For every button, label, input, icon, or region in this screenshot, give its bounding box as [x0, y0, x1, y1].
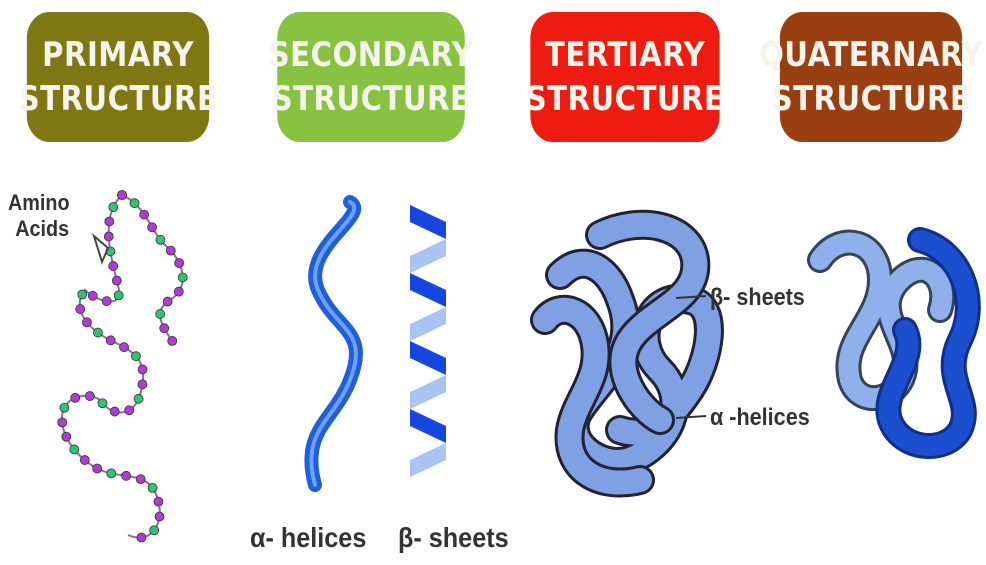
amino-acid-bead: [138, 380, 147, 389]
amino-acid-bead: [60, 403, 69, 412]
alpha-helices-label: α- helices: [250, 522, 366, 554]
amino-acid-bead: [174, 287, 183, 296]
amino-acid-bead: [109, 203, 118, 212]
amino-acid-bead: [82, 318, 91, 327]
amino-acid-bead: [105, 217, 114, 226]
beta-sheet-segment: [410, 341, 446, 375]
amino-acid-bead: [140, 210, 149, 219]
amino-acid-bead: [76, 305, 85, 314]
amino-acid-bead: [148, 223, 157, 232]
amino-acid-bead: [102, 297, 111, 306]
amino-acid-bead: [71, 393, 80, 402]
amino-acid-bead: [156, 235, 165, 244]
amino-acid-bead: [155, 512, 164, 521]
amino-acid-bead: [154, 497, 163, 506]
beta-sheet-segment: [410, 409, 446, 443]
amino-acid-bead: [137, 533, 146, 542]
beta-sheet-segment: [410, 307, 446, 341]
amino-acid-bead: [85, 392, 94, 401]
amino-acid-bead: [70, 445, 79, 454]
amino-acid-bead: [88, 291, 97, 300]
amino-label-line2: Acids: [8, 216, 70, 242]
amino-acid-bead: [130, 199, 139, 208]
beta-sheets-label: β- sheets: [398, 522, 509, 554]
tertiary-fold: [545, 225, 709, 483]
amino-acid-bead: [178, 273, 187, 282]
amino-acid-bead: [93, 328, 102, 337]
beta-sheet-segment: [410, 239, 446, 273]
beta-sheet-segment: [410, 205, 446, 239]
beta-sheet-segment: [410, 443, 446, 477]
amino-acid-bead: [175, 259, 184, 268]
amino-acid-chain: [58, 191, 187, 542]
alpha-helix-ribbon: [311, 202, 356, 485]
amino-acid-bead: [93, 464, 102, 473]
amino-acid-bead: [109, 262, 118, 271]
amino-acid-bead: [150, 526, 159, 535]
quaternary-fold: [820, 240, 968, 446]
amino-acid-bead: [110, 407, 119, 416]
amino-acid-bead: [112, 276, 121, 285]
amino-acid-bead: [148, 483, 157, 492]
tertiary-beta-sheets-label: β- sheets: [710, 284, 805, 312]
amino-acid-bead: [118, 191, 127, 200]
amino-acid-bead: [107, 469, 116, 478]
amino-acid-bead: [62, 432, 71, 441]
tertiary-alpha-helices-label: α -helices: [710, 404, 810, 432]
amino-acid-bead: [131, 352, 140, 361]
amino-acid-bead: [160, 324, 169, 333]
amino-acids-label: Amino Acids: [8, 190, 70, 242]
amino-label-line1: Amino: [8, 190, 70, 216]
amino-acid-bead: [163, 297, 172, 306]
amino-acid-bead: [122, 471, 131, 480]
amino-acid-bead: [138, 365, 147, 374]
amino-acid-bead: [156, 309, 165, 318]
amino-acid-bead: [134, 394, 143, 403]
beta-sheet-ribbon: [410, 205, 446, 477]
amino-acid-bead: [114, 291, 123, 300]
amino-acid-bead: [168, 336, 177, 345]
amino-acid-bead: [58, 418, 67, 427]
amino-acid-bead: [166, 246, 175, 255]
beta-sheet-segment: [410, 273, 446, 307]
amino-acid-bead: [80, 456, 89, 465]
amino-acid-bead: [120, 343, 129, 352]
beta-sheet-segment: [410, 375, 446, 409]
amino-acid-bead: [106, 336, 115, 345]
amino-acid-bead: [78, 290, 87, 299]
amino-acid-bead: [136, 475, 145, 484]
amino-acid-bead: [104, 232, 113, 241]
amino-acid-bead: [125, 406, 134, 415]
amino-acid-bead: [98, 399, 107, 408]
